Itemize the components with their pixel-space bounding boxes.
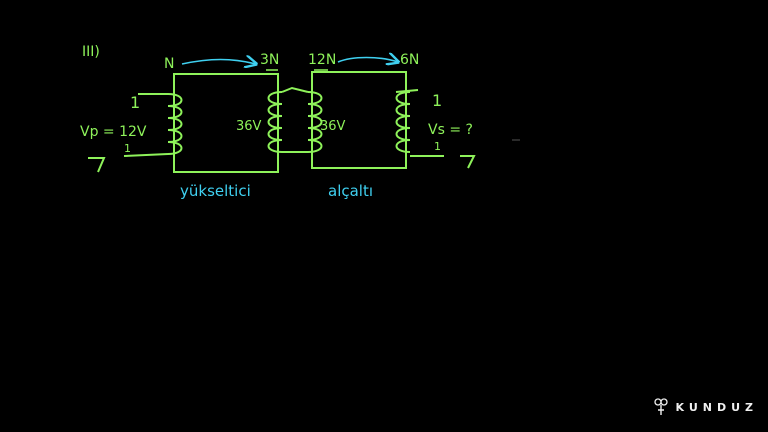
right-primary-coil <box>307 91 323 153</box>
left-ground-mark <box>88 157 106 173</box>
left-top-terminal: 1 <box>130 93 140 112</box>
right-secondary-turns: 6N <box>400 52 419 68</box>
right-transformer-core <box>311 71 407 169</box>
middle-right-voltage: 36V <box>320 119 346 134</box>
right-turns-arrow <box>337 58 398 63</box>
kunduz-icon <box>654 398 669 415</box>
step-up-label: yükseltici <box>180 182 251 200</box>
left-transformer-core <box>173 73 279 173</box>
brand-name: KUNDUZ <box>675 400 758 414</box>
right-ground-mark <box>460 155 476 169</box>
right-secondary-coil <box>395 89 444 157</box>
connecting-wires <box>281 86 309 153</box>
left-secondary-turns: 3N <box>260 52 279 68</box>
left-turns-arrow <box>181 60 256 65</box>
right-top-terminal: 1 <box>432 91 442 110</box>
problem-label: III) <box>82 44 100 60</box>
primary-voltage: Vp = 12V <box>80 124 147 140</box>
step-down-label: alçaltı <box>328 182 373 200</box>
kunduz-logo: KUNDUZ <box>653 398 758 416</box>
secondary-voltage: Vs = ? <box>428 122 473 138</box>
middle-left-voltage: 36V <box>236 119 262 134</box>
left-primary-coil <box>123 93 183 157</box>
right-primary-turns: 12N <box>308 52 336 68</box>
left-secondary-coil <box>267 91 283 153</box>
left-bottom-terminal: 1 <box>124 142 131 155</box>
right-bottom-terminal: 1 <box>434 140 441 153</box>
left-primary-turns: N <box>164 56 174 72</box>
